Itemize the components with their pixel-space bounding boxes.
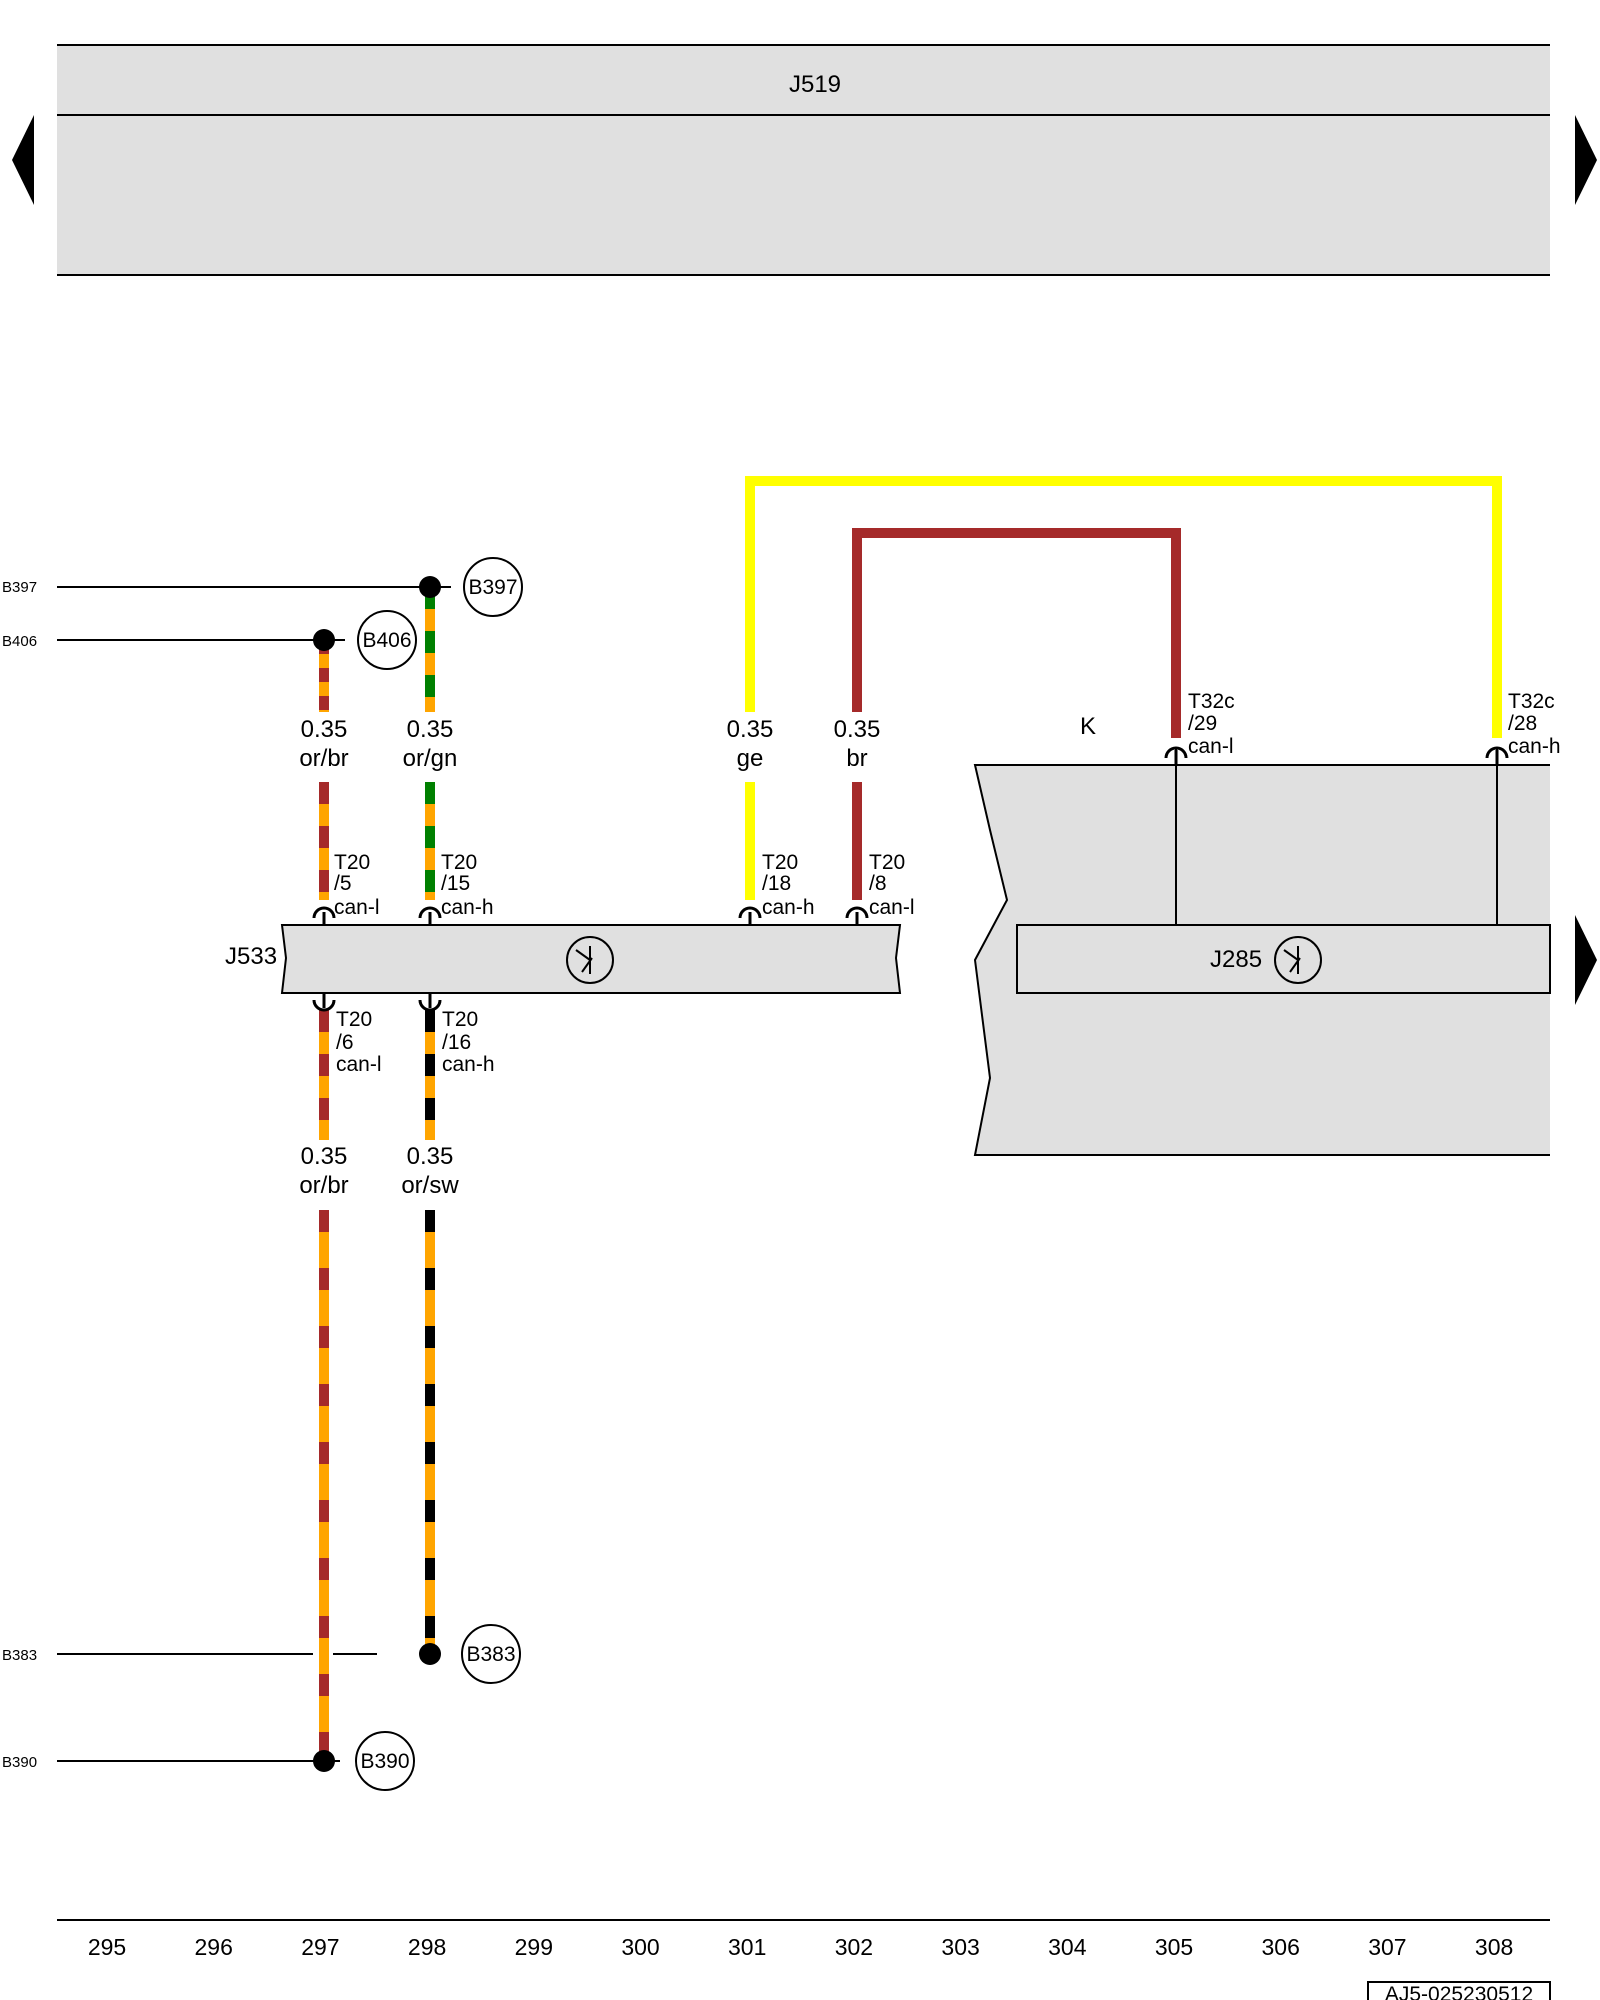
column-number: 296 <box>195 1934 233 1960</box>
pin-conn: T20 <box>442 1008 478 1031</box>
column-number: 302 <box>835 1934 873 1960</box>
column-ruler: 295 296 297 298 299 300 301 302 303 304 305 306 307 3… <box>57 1919 1550 1960</box>
column-number: 300 <box>621 1934 659 1960</box>
bus-icon <box>1274 936 1322 984</box>
splice-ref-label: B383 <box>466 1643 515 1666</box>
splice-dot <box>419 1643 441 1665</box>
splice-ref-label: B406 <box>362 629 411 652</box>
column-number: 298 <box>408 1934 446 1960</box>
column-number: 307 <box>1368 1934 1406 1960</box>
wire-size: 0.35 <box>834 716 881 743</box>
pin-signal: can-h <box>441 896 494 919</box>
k-label: K <box>1080 713 1096 740</box>
pin-conn: T20 <box>762 851 798 874</box>
splice-ref-b383[interactable]: B383 <box>461 1624 521 1684</box>
pin-signal: can-h <box>442 1053 495 1076</box>
splice-ref-b397[interactable]: B397 <box>463 557 523 617</box>
pin-symbols <box>312 746 1509 1012</box>
pin-number: /16 <box>442 1031 471 1054</box>
column-number: 297 <box>301 1934 339 1960</box>
bus-icon <box>566 936 614 984</box>
wire-size: 0.35 <box>727 716 774 743</box>
pin-signal: can-l <box>869 896 915 919</box>
j519-panel: J519 <box>57 44 1550 276</box>
splice-dot <box>313 1750 335 1772</box>
pin-conn: T20 <box>869 851 905 874</box>
ref-b383-label: B383 <box>2 1647 37 1664</box>
splice-ref-b390[interactable]: B390 <box>355 1731 415 1791</box>
pin-number: /18 <box>762 872 791 895</box>
wire-color: br <box>846 745 867 772</box>
pin-signal: can-l <box>1188 735 1234 758</box>
splice-ref-b406[interactable]: B406 <box>357 610 417 670</box>
column-number: 306 <box>1262 1934 1300 1960</box>
pin-conn: T20 <box>441 851 477 874</box>
wire-size: 0.35 <box>407 716 454 743</box>
j533-label: J533 <box>225 943 277 970</box>
footer-code: AJ5-025230512 <box>1385 1983 1533 2000</box>
wire-labels: 0.35 or/br 0.35 or/gn 0.35 ge 0.35 br 0.… <box>299 716 880 1199</box>
wire-color: or/br <box>299 1172 348 1199</box>
pin-number: /28 <box>1508 712 1537 735</box>
pin-conn: T32c <box>1188 690 1235 713</box>
column-number: 304 <box>1048 1934 1087 1960</box>
pin-conn: T20 <box>334 851 370 874</box>
wire-color: or/gn <box>403 745 458 772</box>
wire-302-br <box>852 528 1181 738</box>
pin-signal: can-l <box>334 896 380 919</box>
column-number: 303 <box>941 1934 979 1960</box>
column-number: 301 <box>728 1934 766 1960</box>
splice-ref-label: B397 <box>468 576 517 599</box>
wire-size: 0.35 <box>301 716 348 743</box>
wire-color: or/sw <box>401 1172 459 1199</box>
pin-number: /5 <box>334 872 352 895</box>
pin-signal: can-l <box>336 1053 382 1076</box>
wire-size: 0.35 <box>301 1143 348 1170</box>
splice-ref-label: B390 <box>360 1750 409 1773</box>
page-next-arrow-icon[interactable] <box>1575 115 1597 205</box>
splice-dot <box>419 576 441 598</box>
left-ref-lines: B397 B406 B383 B390 <box>2 579 451 1771</box>
column-number: 295 <box>88 1934 126 1960</box>
wire-color: or/br <box>299 745 348 772</box>
wire-color: ge <box>737 745 764 772</box>
column-number: 308 <box>1475 1934 1513 1960</box>
pin-signal: can-h <box>1508 735 1561 758</box>
pin-conn: T32c <box>1508 690 1555 713</box>
wire-301-ge <box>745 476 1502 738</box>
pin-number: /15 <box>441 872 470 895</box>
column-number: 305 <box>1155 1934 1193 1960</box>
wire-size: 0.35 <box>407 1143 454 1170</box>
k-panel: K J285 <box>973 713 1551 1156</box>
ref-b390-label: B390 <box>2 1754 37 1771</box>
footer-code-box: AJ5-025230512 <box>1367 1981 1551 2000</box>
column-number: 299 <box>515 1934 553 1960</box>
pin-signal: can-h <box>762 896 815 919</box>
j519-label: J519 <box>789 71 841 98</box>
j285-label: J285 <box>1210 946 1262 973</box>
page-next-arrow-lower-icon[interactable] <box>1575 915 1597 1005</box>
splice-dot <box>313 629 335 651</box>
wires <box>319 476 1502 1761</box>
splices <box>313 576 441 1772</box>
page-prev-arrow-icon[interactable] <box>12 115 34 205</box>
ref-b406-label: B406 <box>2 633 37 650</box>
j533-module: J533 <box>225 924 902 994</box>
pin-number: /8 <box>869 872 887 895</box>
pin-number: /29 <box>1188 712 1217 735</box>
pin-conn: T20 <box>336 1008 372 1031</box>
pin-number: /6 <box>336 1031 354 1054</box>
ref-b397-label: B397 <box>2 579 37 596</box>
